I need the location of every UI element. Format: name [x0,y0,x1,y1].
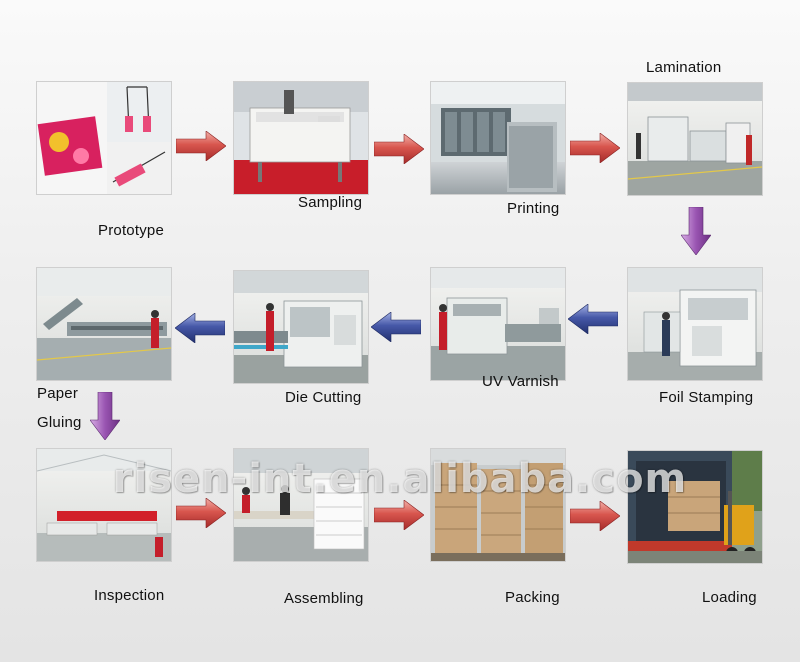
uv-varnish-label: UV Varnish [482,373,559,390]
printing-photo [431,82,565,194]
paper-gluing-label-line2: Gluing [37,414,82,431]
sampling-photo [234,82,368,194]
right-arrow-icon [570,501,620,531]
lamination-photo [628,83,762,195]
die-cutting-label: Die Cutting [285,389,362,406]
inspection-photo [37,449,171,561]
assembling-label: Assembling [284,590,364,607]
packing-photo [431,449,565,561]
paper-gluing-label-line1: Paper [37,385,79,402]
right-arrow-icon [374,500,424,530]
die-cutting-photo [234,271,368,383]
down-arrow-icon [681,207,711,255]
prototype-label: Prototype [98,222,165,239]
printing-label: Printing [507,200,560,217]
sampling-label: Sampling [298,194,363,211]
loading-label: Loading [702,589,757,606]
down-arrow-icon [90,392,120,440]
uv-varnish-photo [431,268,565,380]
right-arrow-icon [570,133,620,163]
foil-stamping-label: Foil Stamping [659,389,754,406]
left-arrow-icon [371,312,421,342]
foil-stamping-photo [628,268,762,380]
paper-gluing-photo [37,268,171,380]
prototype-photo [37,82,171,194]
right-arrow-icon [176,131,226,161]
left-arrow-icon [568,304,618,334]
packing-label: Packing [505,589,560,606]
loading-photo [628,451,762,563]
left-arrow-icon [175,313,225,343]
lamination-label: Lamination [646,59,722,76]
right-arrow-icon [374,134,424,164]
right-arrow-icon [176,498,226,528]
inspection-label: Inspection [94,587,165,604]
assembling-photo [234,449,368,561]
